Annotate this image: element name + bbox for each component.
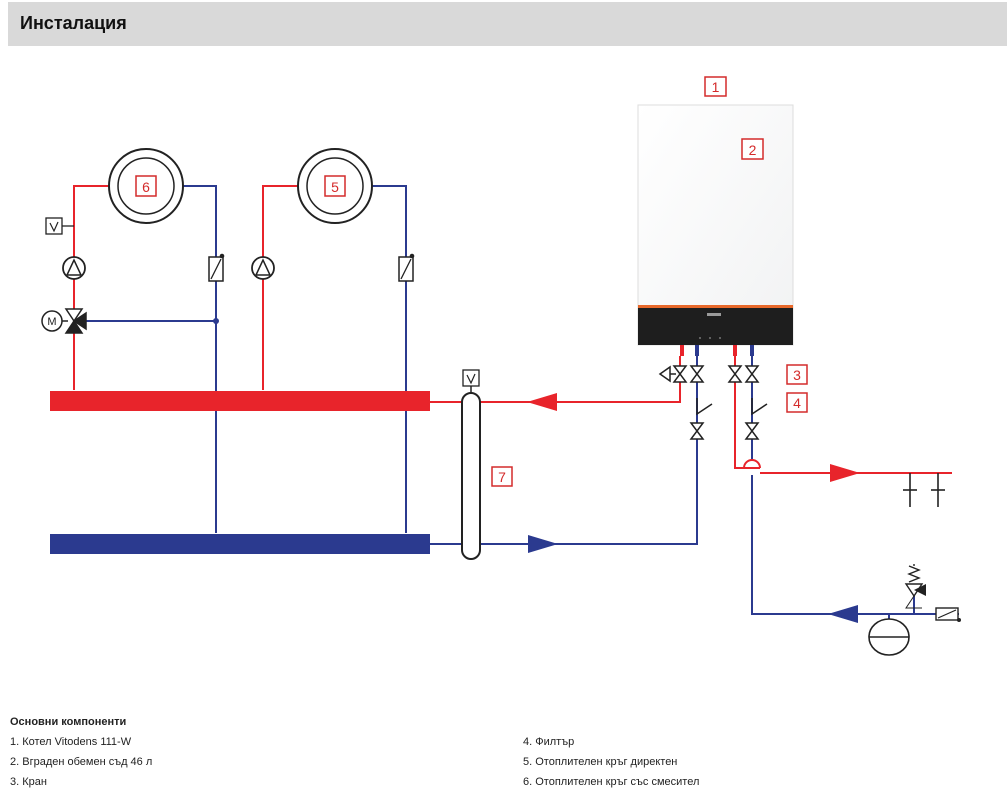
safety-valve-icon [904,564,926,609]
callout-5: 5 [331,179,339,195]
boiler [637,104,794,356]
legend-item: 2. Вграден обемен съд 46 л [10,756,153,768]
callout-4: 4 [786,392,808,413]
hydraulic-separator [461,369,481,560]
thermostat-icon [45,217,74,235]
tap-icon [903,473,945,507]
check-valve-icon [398,253,415,282]
ball-valve-icon [672,365,760,440]
svg-text:4: 4 [793,395,801,411]
svg-text:2: 2 [749,142,757,158]
flow-arrow-icon [527,393,860,623]
page-title: Инсталация [20,13,127,33]
pump-icon [251,256,275,280]
legend-item: 6. Отоплителен кръг със смесител [523,776,700,788]
legend-item: 3. Кран [10,776,47,788]
supply-pipes [73,185,952,474]
svg-text:3: 3 [793,367,801,383]
callout-1: 1 [704,76,727,97]
radiator-6: 6 [108,148,184,224]
svg-text:7: 7 [498,469,506,485]
callout-2: 2 [741,138,764,160]
page-header: Инсталация [8,2,1007,46]
mixer-valve-icon [64,308,87,334]
drain-valve-icon [658,365,676,383]
callout-7: 7 [491,466,513,487]
pump-icon [62,256,86,280]
radiator-5: 5 [297,148,373,224]
legend-title: Основни компоненти [10,716,127,728]
svg-text:1: 1 [712,79,720,95]
filter-icon [696,398,768,416]
check-valve-icon [935,607,961,622]
return-manifold [50,534,430,554]
legend-item: 5. Отоплителен кръг директен [523,756,678,768]
installation-diagram: 6 5 M [41,76,961,656]
expansion-vessel-icon [868,618,910,656]
legend-item: 4. Филтър [523,736,575,748]
callout-6: 6 [142,179,150,195]
motor-icon: M [41,310,68,332]
legend-item: 1. Котел Vitodens 111-W [10,736,132,748]
supply-manifold [50,391,430,411]
check-valve-icon [208,253,225,282]
callout-3: 3 [786,364,808,385]
svg-text:M: M [47,316,56,328]
